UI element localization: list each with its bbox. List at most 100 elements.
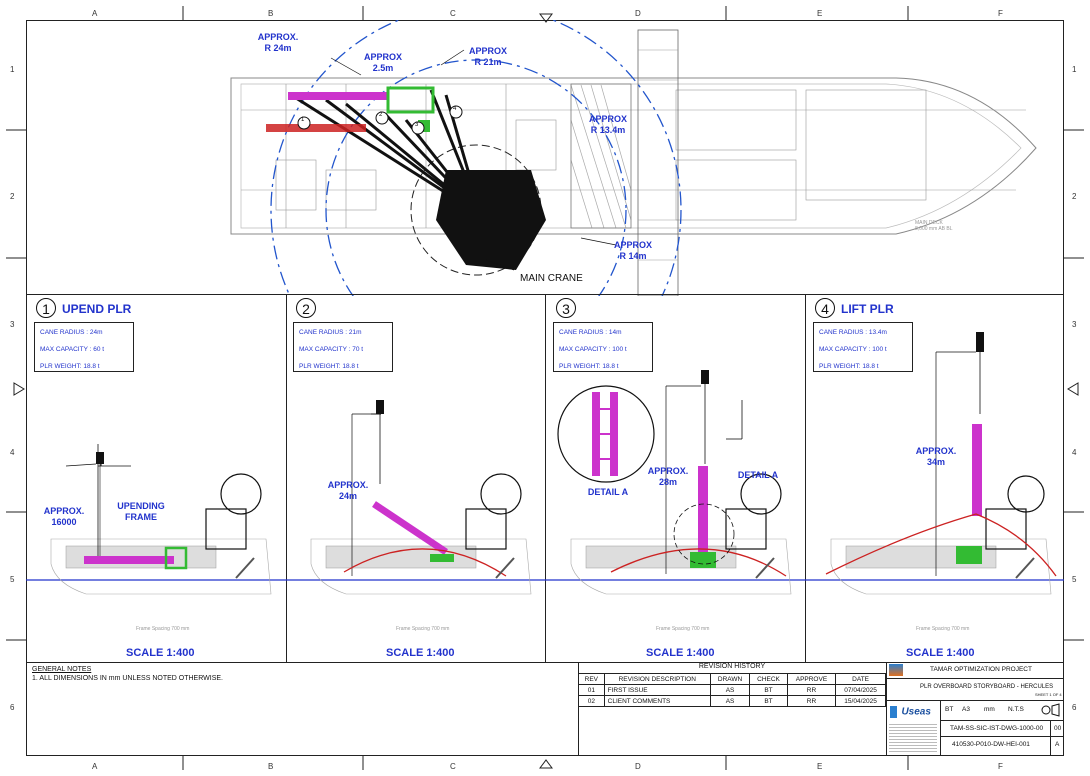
step-marker-2: 2 [379,112,383,118]
company-details-block [889,722,937,752]
panel-3-infobox: CANE RADIUS : 14m MAX CAPACITY : 100 t P… [553,322,653,372]
rev-cell: 15/04/2025 [835,695,886,707]
panel-4-scale: SCALE 1:400 [906,647,975,659]
panel-3-note-approx: APPROX. [647,466,689,476]
grid-col-b-bottom: B [268,762,274,771]
title-block-line-2 [886,700,1064,701]
deck-note: MAIN DECK 8,000 mm AB BL [915,220,953,232]
panel-1-scale: SCALE 1:400 [126,647,195,659]
panel-3-number: 3 [556,298,576,318]
panel-4-crane-radius: CANE RADIUS : 13.4m [819,329,887,336]
grid-row-1-left: 1 [10,65,15,74]
panel-divider-2 [545,294,546,662]
panel-1-number: 1 [36,298,56,318]
drawing-title: PLR OVERBOARD STORYBOARD - HERCULES [920,684,1054,690]
panel-2-max-capacity: MAX CAPACITY : 70 t [299,346,364,353]
panel-2-number: 2 [296,298,316,318]
rev-cell: AS [709,684,751,696]
deck-note-line1: MAIN DECK [915,220,943,226]
revision-history-heading: REVISION HISTORY [698,663,766,670]
panel-3-frame-spacing: Frame Spacing 700 mm [656,626,710,632]
grid-col-c-bottom: C [450,762,456,771]
label-approx-2-5m-line1: APPROX [363,52,402,62]
panel-2-plr-weight: PLR WEIGHT: 18.8 t [299,363,359,370]
panel-2-scale: SCALE 1:400 [386,647,455,659]
general-notes-item-1: 1. ALL DIMENSIONS IN mm UNLESS NOTED OTH… [32,675,223,682]
panel-4-number: 4 [815,298,835,318]
label-approx-r14-line1: APPROX [613,240,652,250]
panel-1-crane-radius: CANE RADIUS : 24m [40,329,103,336]
grid-col-f-bottom: F [998,762,1003,771]
panel-3-approx-label: APPROX. 28m [646,466,690,488]
rev-cell: BT [749,684,788,696]
label-approx-2-5m: APPROX 2.5m [353,52,413,74]
company-logo-mark-icon [890,705,897,718]
title-field-size: A3 [962,706,970,713]
rev-cell: RR [786,684,837,696]
panel-3-detail-a-label: DETAIL A [587,487,629,497]
title-block-vline-1 [940,700,941,756]
title-block-vline-2 [1050,720,1051,756]
grid-row-5-right: 5 [1072,575,1077,584]
sheet-number: SHEET 1 OF 4 [1035,692,1062,697]
label-approx-r21-line1: APPROX [468,46,507,56]
panel-1-plr-weight: PLR WEIGHT: 18.8 t [40,363,100,370]
panel-2-infobox: CANE RADIUS : 21m MAX CAPACITY : 70 t PL… [293,322,393,372]
label-approx-r13-4-line1: APPROX [588,114,627,124]
step-marker-1: 1 [301,117,305,123]
grid-col-b-top: B [268,9,274,18]
grid-row-6-right: 6 [1072,703,1077,712]
deck-note-line2: 8,000 mm AB BL [915,226,953,232]
panel-divider-1 [286,294,287,662]
grid-col-c-top: C [450,9,456,18]
general-notes-heading: GENERAL NOTES [32,666,92,673]
grid-row-2-right: 2 [1072,192,1077,201]
title-block [886,662,1065,756]
panel-4-note-approx: APPROX. [915,446,957,456]
panel-4-note-34m: 34m [926,457,945,467]
panel-3-plr-weight: PLR WEIGHT: 18.8 t [559,363,619,370]
revision-table: REV REVISION DESCRIPTION DRAWN CHECK APP… [578,673,886,707]
panel-1-note-approx: APPROX. [43,506,85,516]
label-approx-r24-line2: R 24m [264,43,292,53]
rev-header-rev: REV [578,673,605,685]
panel-2-crane-radius: CANE RADIUS : 21m [299,329,362,336]
grid-col-e-bottom: E [817,762,823,771]
rev-cell: 07/04/2025 [835,684,886,696]
title-block-line-1 [886,678,1064,679]
revision-header-row: REV REVISION DESCRIPTION DRAWN CHECK APP… [578,673,886,685]
rev-header-description: REVISION DESCRIPTION [603,673,711,685]
panel-3-max-capacity: MAX CAPACITY : 100 t [559,346,627,353]
company-logo: Useas [890,703,938,718]
client-document-revision: A [1055,741,1060,748]
panel-3-note-28m: 28m [658,477,677,487]
panel-4-title: LIFT PLR [841,302,894,316]
panel-1-note-16000: 16000 [51,517,77,527]
rev-cell: FIRST ISSUE [603,684,711,696]
grid-row-2-left: 2 [10,192,15,201]
rev-cell: RR [786,695,837,707]
label-approx-r24: APPROX. R 24m [248,32,308,54]
panel-divider-3 [805,294,806,662]
grid-row-4-left: 4 [10,448,15,457]
title-block-line-3 [940,720,1064,721]
document-revision: 00 [1054,725,1062,732]
project-name: TAMAR OPTIMIZATION PROJECT [930,666,1032,673]
grid-row-5-left: 5 [10,575,15,584]
grid-col-d-bottom: D [635,762,641,771]
panel-1-note-upending: UPENDING [117,501,165,511]
panel-3-detail-a-callout: DETAIL A [737,470,779,480]
label-approx-r13-4-line2: R 13.4m [590,125,626,135]
title-field-drawn-by: BT [945,706,954,713]
label-approx-r24-line1: APPROX. [257,32,299,42]
panel-bottom-divider [26,662,1064,663]
panel-1-upending-frame-label: UPENDING FRAME [112,501,170,523]
rev-cell: 01 [578,684,605,696]
panel-2-approx-label: APPROX. 24m [326,480,370,502]
rev-cell: BT [749,695,788,707]
table-row: 01 FIRST ISSUE AS BT RR 07/04/2025 [578,684,886,696]
grid-col-e-top: E [817,9,823,18]
rev-header-approve: APPROVE [786,673,837,685]
grid-col-a-bottom: A [92,762,98,771]
